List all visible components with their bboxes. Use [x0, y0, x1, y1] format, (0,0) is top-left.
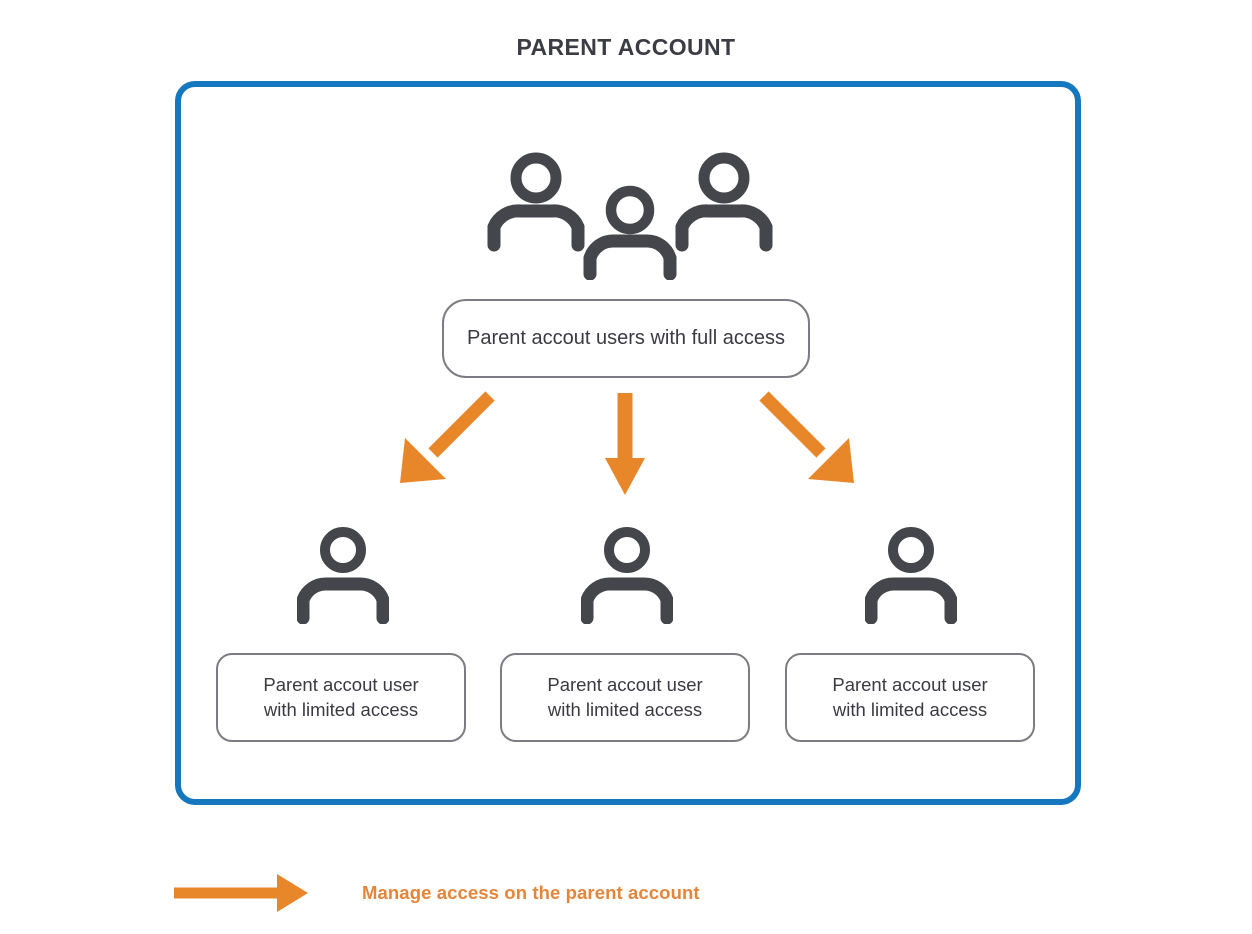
full-access-label-text: Parent accout users with full access: [467, 327, 785, 349]
users-group-icon: [487, 152, 773, 280]
right-arrow-icon: [174, 874, 308, 912]
person-icon: [865, 527, 957, 624]
limited-access-line-1: Parent accout user: [547, 673, 703, 695]
limited-access-label-text: Parent accout user with limited access: [832, 673, 987, 723]
limited-access-line-2: with limited access: [263, 698, 419, 720]
limited-access-line-2: with limited access: [832, 698, 988, 720]
page-title: PARENT ACCOUNT: [516, 34, 736, 60]
person-icon: [297, 527, 389, 624]
limited-access-line-1: Parent accout user: [263, 673, 419, 695]
full-access-label-box: Parent accout users with full access: [442, 299, 810, 378]
person-icon: [581, 527, 673, 624]
legend-text: Manage access on the parent account: [362, 882, 700, 903]
limited-access-label-box: Parent accout user with limited access: [216, 653, 466, 742]
legend: Manage access on the parent account: [172, 868, 872, 918]
limited-access-label-text: Parent accout user with limited access: [547, 673, 702, 723]
limited-access-line-2: with limited access: [547, 698, 703, 720]
limited-access-label-box: Parent accout user with limited access: [785, 653, 1035, 742]
limited-access-label-text: Parent accout user with limited access: [263, 673, 418, 723]
limited-access-line-1: Parent accout user: [832, 673, 988, 695]
limited-access-label-box: Parent accout user with limited access: [500, 653, 750, 742]
